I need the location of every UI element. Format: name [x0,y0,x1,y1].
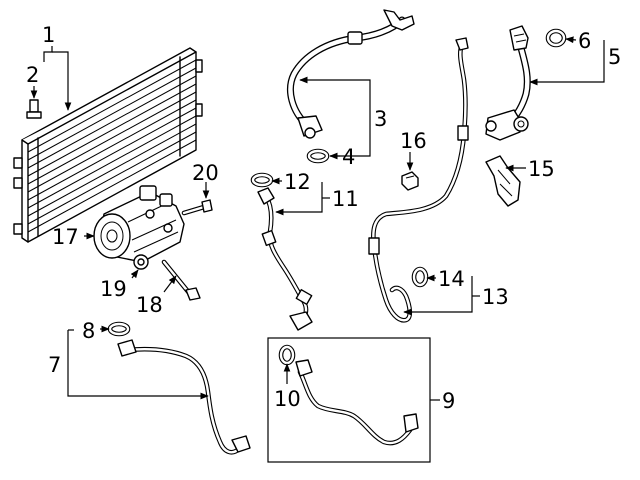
pipe-part-9-box [267,337,431,463]
callout-numbers: 1 2 3 4 5 6 7 8 9 10 11 12 13 14 15 16 1… [26,23,621,413]
callout-19: 19 [100,277,127,301]
callout-6: 6 [578,29,591,53]
leader-lines [30,36,605,401]
hose-part-5 [485,25,531,141]
callout-14: 14 [438,267,465,291]
callout-8: 8 [82,319,95,343]
o-ring-part-8 [107,321,131,337]
bolt-part-18 [161,259,201,301]
clip-part-16 [401,171,419,191]
bolt-part-20 [181,199,213,216]
o-ring-part-10 [278,344,296,366]
o-ring-part-14 [411,266,429,288]
callout-13: 13 [482,285,509,309]
callout-15: 15 [528,157,555,181]
bolt-part-2 [26,99,42,119]
callout-16: 16 [400,129,427,153]
o-ring-part-12 [250,172,274,188]
callout-4: 4 [342,145,355,169]
condenser [13,47,203,243]
callout-12: 12 [284,170,311,194]
callout-17: 17 [52,225,79,249]
hose-part-3 [287,9,415,139]
callout-2: 2 [26,63,39,87]
o-ring-part-6 [545,28,567,48]
pipe-part-11 [257,187,313,331]
o-ring-part-4 [306,148,330,164]
washer-part-19 [133,254,149,270]
callout-7: 7 [48,353,61,377]
pipe-part-7 [117,339,251,455]
callout-9: 9 [442,389,455,413]
callout-1: 1 [42,23,55,47]
callout-20: 20 [192,161,219,185]
callout-11: 11 [332,187,359,211]
callout-5: 5 [608,45,621,69]
callout-3: 3 [374,107,387,131]
callout-10: 10 [274,387,301,411]
callout-18: 18 [136,293,163,317]
compressor [93,185,185,263]
bracket-part-15 [485,155,521,207]
